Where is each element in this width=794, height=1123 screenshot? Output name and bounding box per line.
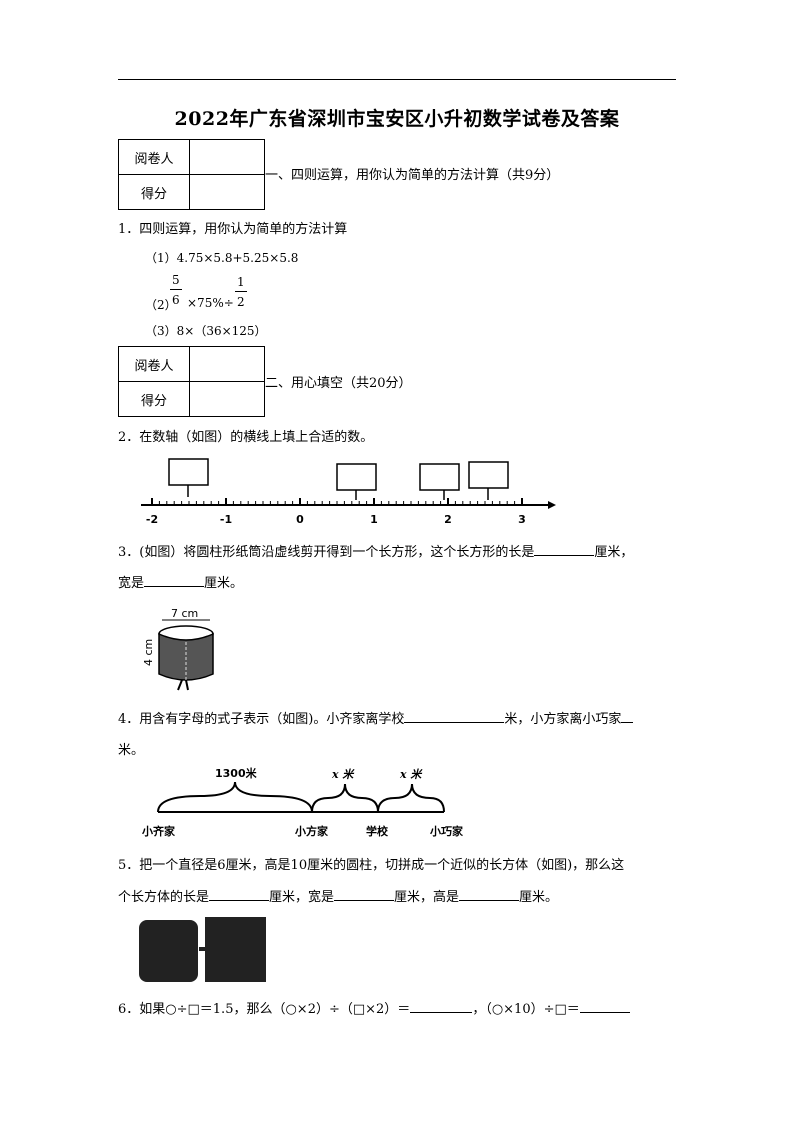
cylinder-top-label: 7 cm	[171, 607, 198, 620]
place-1: 小齐家	[141, 824, 176, 838]
score-table-2: 阅卷人 得分	[118, 346, 265, 417]
cuboid-image	[205, 917, 266, 982]
cylinder-figure: 7 cm 4 cm	[142, 607, 214, 691]
q4-blank-2[interactable]	[621, 710, 634, 723]
q1-stem: 1．四则运算，用你认为简单的方法计算	[118, 222, 348, 237]
q6-blank-1[interactable]	[410, 1000, 473, 1013]
q1-frac2-num: 1	[237, 275, 245, 289]
q6-line: 6．如果○÷□＝1.5，那么（○×2）÷（□×2）＝ ，（○×10）÷□＝	[118, 998, 630, 1017]
dist-label-2: x 米	[331, 768, 355, 781]
tick-label: 1	[370, 513, 378, 526]
q4-text-a: 4．用含有字母的式子表示（如图)。小齐家离学校	[118, 712, 405, 727]
reviewer-label: 阅卷人	[118, 139, 190, 175]
q3-blank-length[interactable]	[534, 543, 595, 556]
scissors-icon	[177, 679, 189, 691]
q4-line-a: 4．用含有字母的式子表示（如图)。小齐家离学校 米，小方家离小巧家	[118, 708, 634, 727]
tick-label: -1	[220, 513, 232, 526]
q5-unit-wid: 厘米，高是	[394, 890, 460, 905]
q5-text-b: 个长方体的长是	[118, 890, 210, 905]
q1-frac1-bar	[170, 289, 182, 290]
answer-box[interactable]	[168, 458, 209, 486]
answer-box[interactable]	[336, 463, 377, 491]
q3-line-a: 3．(如图）将圆柱形纸筒沿虚线剪开得到一个长方形，这个长方形的长是 厘米，	[118, 541, 633, 560]
section-2-heading: 二、用心填空（共20分）	[265, 376, 412, 391]
cylinder-image	[139, 920, 198, 982]
header-rule	[118, 79, 676, 80]
q4-blank-1[interactable]	[404, 710, 505, 723]
place-2: 小方家	[294, 824, 329, 838]
number-line-ticks: -2 -1 0 1 2 3	[146, 498, 526, 526]
q3-blank-width[interactable]	[144, 574, 205, 587]
q1-frac1-den: 6	[172, 293, 180, 307]
tick-label: 3	[518, 513, 526, 526]
brace-1	[157, 781, 313, 813]
cylinder-side-label: 4 cm	[142, 639, 155, 666]
score-cell[interactable]	[189, 381, 265, 417]
section-1-heading: 一、四则运算，用你认为简单的方法计算（共9分）	[265, 168, 560, 183]
q1-frac2-den: 2	[237, 295, 245, 309]
q1-item1: （1）4.75×5.8+5.25×5.8	[145, 251, 299, 265]
q1-item2-prefix: （2）	[145, 298, 177, 312]
q5-blank-height[interactable]	[459, 888, 520, 901]
q3-unit-a: 厘米，	[594, 545, 634, 560]
score-label: 得分	[118, 174, 190, 210]
q1-frac2-bar	[235, 291, 247, 292]
q5-text-a: 5．把一个直径是6厘米，高是10厘米的圆柱，切拼成一个近似的长方体（如图)，那么…	[118, 858, 625, 873]
q4-text-b: 米。	[118, 743, 145, 758]
dist-label-1: 1300米	[215, 766, 258, 780]
q4-unit-a: 米，小方家离小巧家	[504, 712, 622, 727]
q5-blank-width[interactable]	[334, 888, 395, 901]
dist-label-3: x 米	[399, 768, 423, 781]
q2-stem: 2．在数轴（如图）的横线上填上合适的数。	[118, 430, 374, 445]
q1-frac1-num: 5	[172, 273, 180, 287]
arrow-icon	[199, 947, 205, 951]
q5-blank-length[interactable]	[209, 888, 270, 901]
brace-2	[311, 783, 379, 813]
q6-text-a: 6．如果○÷□＝1.5，那么（○×2）÷（□×2）＝	[118, 1002, 411, 1017]
score-label: 得分	[118, 381, 190, 417]
answer-box[interactable]	[419, 463, 460, 491]
q5-line-b: 个长方体的长是 厘米，宽是 厘米，高是 厘米。	[118, 886, 558, 905]
place-3: 学校	[366, 824, 389, 838]
q6-text-b: ，（○×10）÷□＝	[472, 1002, 580, 1017]
tick-label: -2	[146, 513, 158, 526]
reviewer-cell[interactable]	[189, 139, 265, 175]
q1-item3: （3）8×（36×125）	[145, 324, 267, 338]
number-line-arrow	[548, 501, 556, 509]
q3-text-a: 3．(如图）将圆柱形纸筒沿虚线剪开得到一个长方形，这个长方形的长是	[118, 545, 535, 560]
tick-label: 2	[444, 513, 452, 526]
q6-blank-2[interactable]	[579, 1000, 630, 1013]
q5-unit-hgt: 厘米。	[519, 890, 559, 905]
q3-line-b: 宽是 厘米。	[118, 572, 243, 591]
reviewer-cell[interactable]	[189, 346, 265, 382]
distance-figure: 1300米 x 米 x 米 小齐家 小方家 学校 小巧家	[141, 766, 464, 838]
q3-text-b: 宽是	[118, 576, 145, 591]
q1-item2-mid: ×75%÷	[187, 296, 234, 310]
place-4: 小巧家	[429, 824, 464, 838]
q3-unit-b: 厘米。	[204, 576, 244, 591]
score-cell[interactable]	[189, 174, 265, 210]
tick-label: 0	[296, 513, 304, 526]
score-table-1: 阅卷人 得分	[118, 139, 265, 210]
brace-3	[377, 783, 445, 813]
page-title: 2022年广东省深圳市宝安区小升初数学试卷及答案	[174, 108, 620, 130]
answer-box[interactable]	[468, 461, 509, 489]
q5-unit-len: 厘米，宽是	[269, 890, 335, 905]
reviewer-label: 阅卷人	[118, 346, 190, 382]
